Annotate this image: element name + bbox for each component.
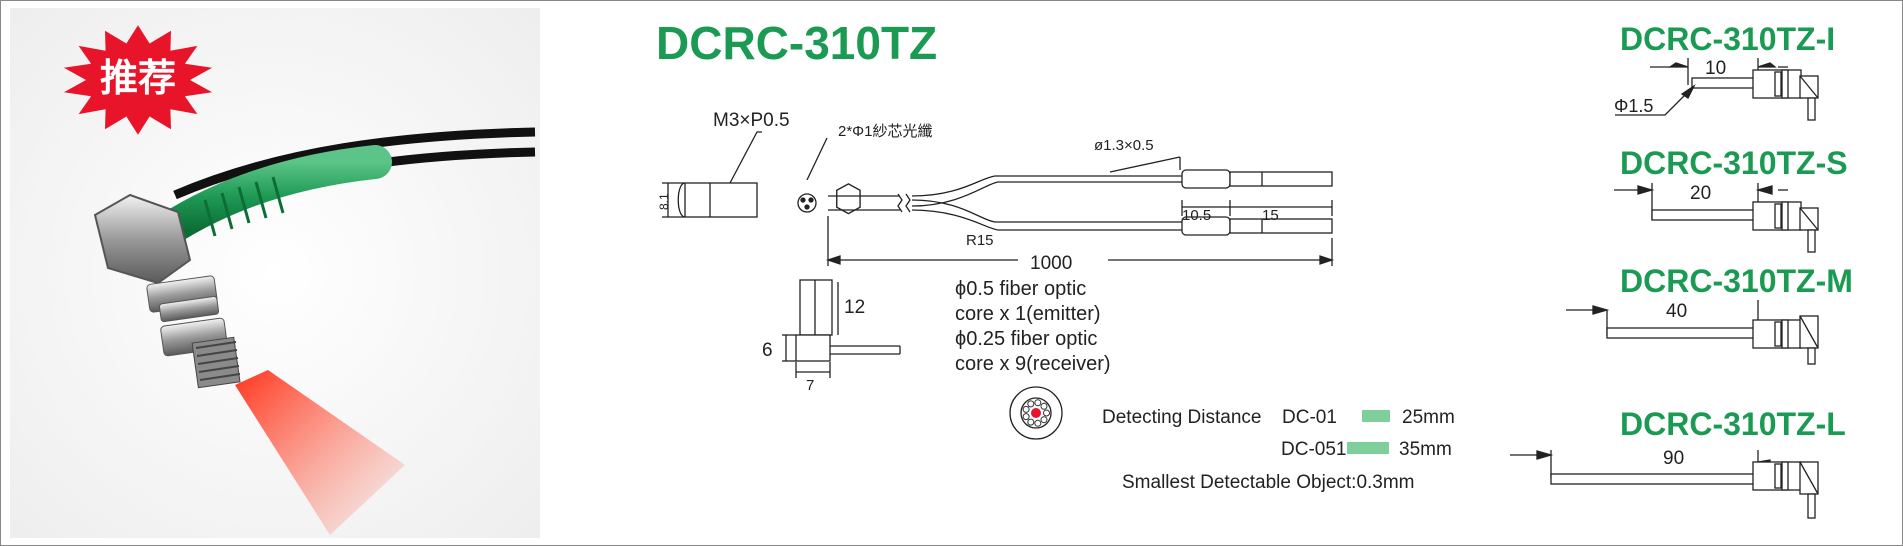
spec-line-3: ϕ0.25 fiber optic	[955, 328, 1097, 350]
fiber-count-label: 2*Φ1紗芯光纖	[838, 123, 933, 140]
dim-label-7: 7	[806, 377, 814, 394]
light-beam	[235, 370, 405, 535]
product-photo	[10, 8, 540, 538]
detecting-distance: Detecting Distance DC-01 25mm DC-051 35m…	[1102, 407, 1455, 493]
badge-starburst	[63, 25, 213, 135]
variant-i-title: DCRC-310TZ-I	[1620, 21, 1835, 57]
variant-i: DCRC-310TZ-I 10 Φ1.5	[1614, 21, 1835, 121]
tube-label: ø1.3×0.5	[1094, 137, 1154, 154]
dim-label-15: 15	[1262, 207, 1279, 224]
variant-s-title: DCRC-310TZ-S	[1620, 145, 1848, 181]
variant-m-length: 40	[1666, 301, 1687, 322]
receiver-core	[1034, 419, 1042, 427]
detecting-label: Detecting Distance	[1102, 407, 1261, 428]
receiver-core	[1022, 405, 1030, 413]
variant-l: DCRC-310TZ-L 90	[1510, 406, 1846, 519]
detecting-value-1: 25mm	[1402, 407, 1455, 428]
variant-m-title: DCRC-310TZ-M	[1620, 263, 1853, 299]
receiver-core	[1022, 413, 1030, 421]
variant-s: DCRC-310TZ-S 20	[1614, 145, 1848, 253]
receiver-core	[1043, 409, 1050, 417]
smallest-object: Smallest Detectable Object:0.3mm	[1122, 472, 1415, 493]
dim-label-6: 6	[762, 340, 773, 361]
variant-i-length: 10	[1705, 58, 1726, 79]
detecting-model-2: DC-051	[1281, 439, 1346, 460]
spec-line-2: core x 1(emitter)	[955, 303, 1101, 325]
receiver-core	[1027, 418, 1035, 426]
radius-label: R15	[966, 232, 994, 249]
dim-label-81: 8.1	[657, 193, 671, 210]
detecting-value-2: 35mm	[1399, 439, 1452, 460]
receiver-core	[1027, 400, 1035, 408]
fiber-specs: ϕ0.5 fiber optic core x 1(emitter) ϕ0.25…	[955, 278, 1111, 375]
variant-l-length: 90	[1663, 448, 1684, 469]
thread-label: M3×P0.5	[713, 110, 790, 131]
receiver-core	[1040, 402, 1048, 410]
dim-label-1000: 1000	[1030, 253, 1072, 274]
hex-head	[93, 193, 192, 285]
page-title: DCRC-310TZ	[656, 17, 937, 69]
distance-bar-2	[1347, 442, 1389, 454]
dim-label-12: 12	[844, 297, 865, 318]
receiver-core	[1040, 416, 1048, 424]
badge-text: 推荐	[100, 58, 176, 100]
green-sleeve	[151, 145, 392, 247]
variant-m: DCRC-310TZ-M 40	[1566, 263, 1853, 365]
detecting-model-1: DC-01	[1282, 407, 1337, 428]
variant-l-title: DCRC-310TZ-L	[1620, 406, 1846, 442]
variant-i-diameter: Φ1.5	[1614, 96, 1653, 116]
distance-bar-1	[1362, 410, 1390, 422]
spec-line-4: core x 9(receiver)	[955, 353, 1111, 375]
dim-label-105: 10.5	[1182, 207, 1211, 224]
recommend-badge: 推荐	[63, 25, 213, 135]
main-drawing	[662, 131, 1335, 440]
variant-s-length: 20	[1690, 183, 1711, 204]
spec-line-1: ϕ0.5 fiber optic	[955, 278, 1086, 300]
receiver-core	[1034, 399, 1042, 407]
fiber-cross-section	[1022, 399, 1050, 427]
